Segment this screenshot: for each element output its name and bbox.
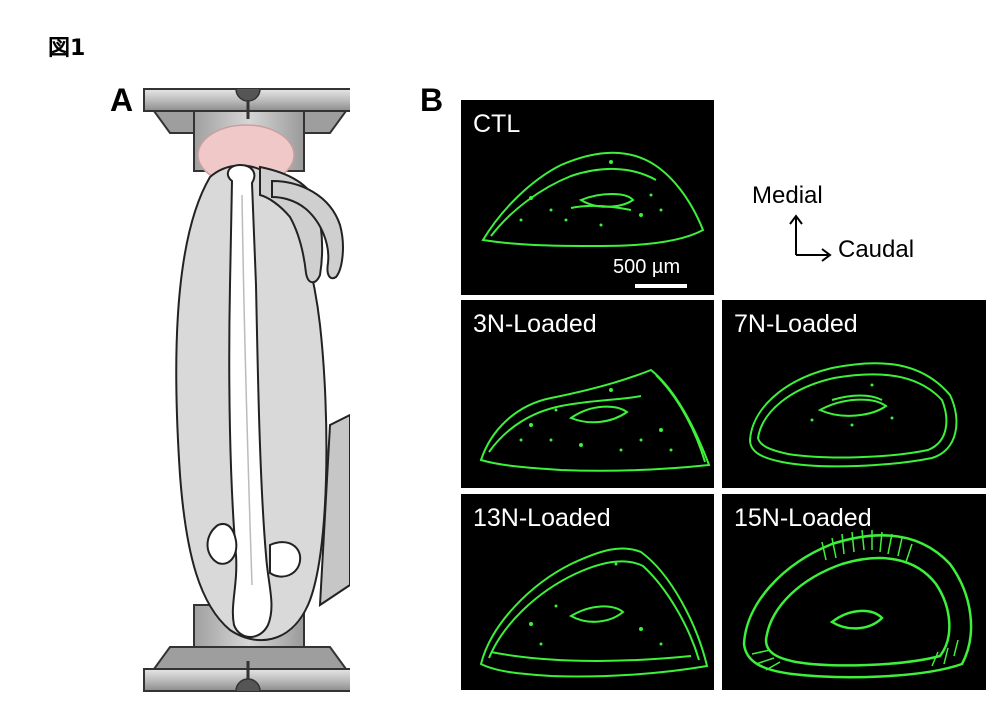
micrograph-3n: 3N-Loaded xyxy=(461,300,714,488)
panel-label-13n: 13N-Loaded xyxy=(473,504,611,532)
bone-section-13n xyxy=(479,547,709,678)
panel-label-7n: 7N-Loaded xyxy=(734,310,858,338)
bone-section-7n xyxy=(748,362,958,468)
bone-section-15n xyxy=(742,529,973,679)
scale-bar-label: 500 µm xyxy=(613,256,681,278)
scale-bar xyxy=(635,284,687,288)
orientation-caudal-label: Caudal xyxy=(838,236,915,263)
micrograph-ctl: CTL 500 µm xyxy=(461,100,714,295)
orientation-arrows-icon xyxy=(789,214,832,262)
micrograph-13n: 13N-Loaded xyxy=(461,494,714,690)
panel-label-15n: 15N-Loaded xyxy=(734,504,872,532)
figure-title: 図1 xyxy=(48,36,86,61)
bone-section-ctl xyxy=(481,151,705,248)
loading-device-illustration xyxy=(143,88,350,692)
panel-label-ctl: CTL xyxy=(473,110,521,138)
panel-label-3n: 3N-Loaded xyxy=(473,310,597,338)
micrograph-15n: 15N-Loaded xyxy=(722,494,986,690)
micrograph-7n: 7N-Loaded xyxy=(722,300,986,488)
orientation-indicator: Medial Caudal xyxy=(752,180,952,280)
bone-section-3n xyxy=(479,368,711,472)
orientation-medial-label: Medial xyxy=(752,182,823,209)
panel-letter-a: A xyxy=(110,82,134,118)
panel-letter-b: B xyxy=(420,82,444,118)
